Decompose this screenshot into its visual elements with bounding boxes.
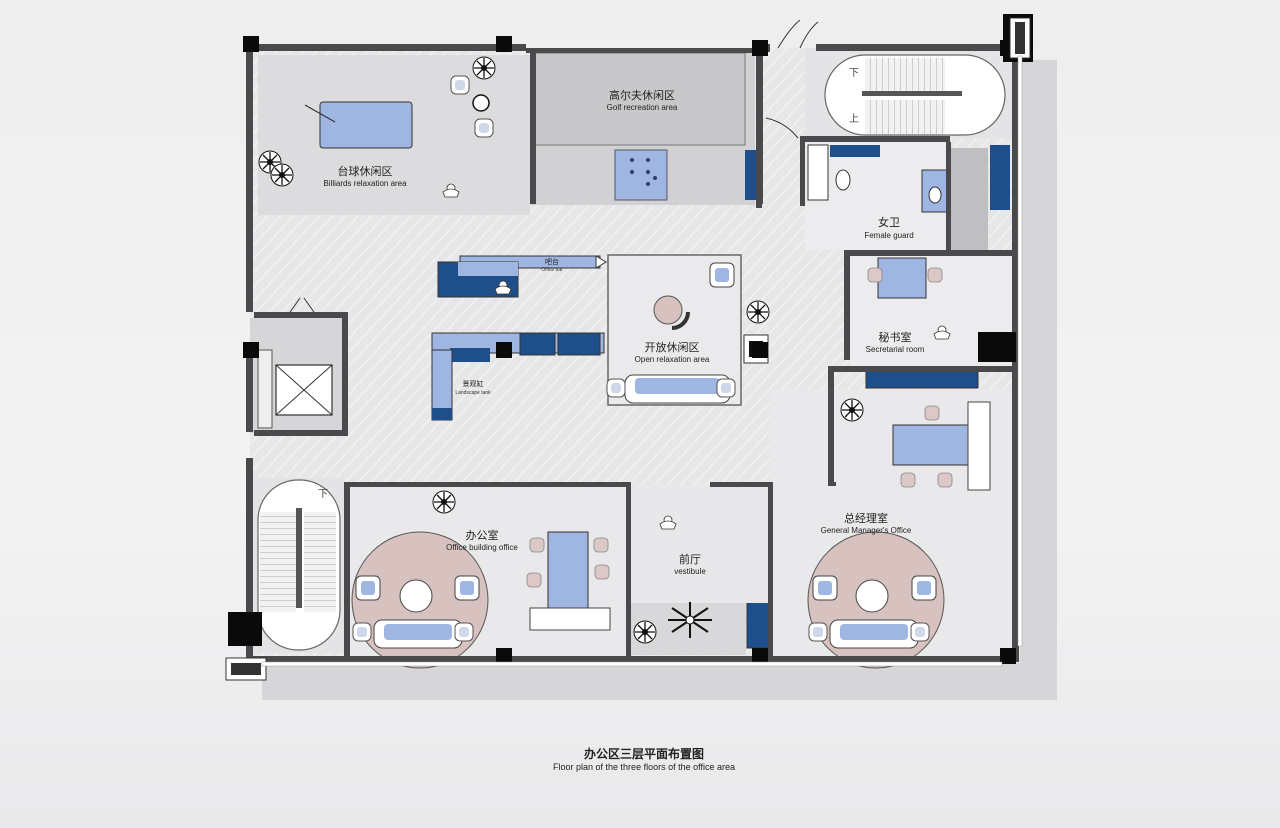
vestibule-floor: [628, 485, 773, 603]
stair-steps-top2: [865, 100, 945, 134]
gm-sofa-cushion: [840, 624, 908, 640]
gm-table: [855, 579, 889, 613]
billiards-table: [319, 101, 413, 149]
label-vestibule-en: vestibule: [674, 567, 706, 576]
stair-rail-top: [862, 91, 962, 96]
stair-steps-top: [865, 58, 945, 94]
bar-back-light: [458, 262, 518, 276]
plant-icon: [432, 490, 456, 514]
open-round-table: [653, 295, 683, 325]
chair-icon: [474, 118, 494, 138]
secretary-desk: [877, 257, 927, 299]
armchair-icon: [709, 262, 735, 288]
chair-icon: [924, 405, 940, 421]
wc-stall: [807, 144, 829, 201]
door-icon: [777, 19, 819, 49]
plant-icon: [746, 300, 770, 324]
plant-icon: [668, 602, 712, 638]
label-golf-cn: 高尔夫休闲区: [609, 88, 675, 102]
label-gm-cn: 总经理室: [844, 511, 888, 525]
left-stair-rail: [296, 508, 302, 608]
label-billiards-cn: 台球休闲区: [338, 164, 393, 178]
label-billiards-en: Billiards relaxation area: [323, 179, 407, 188]
chair-icon: [526, 572, 542, 588]
restroom-grey: [948, 148, 988, 253]
restroom-cabinet: [990, 145, 1010, 210]
label-bar-cn: 吧台: [545, 257, 559, 266]
label-golf-en: Golf recreation area: [607, 103, 678, 112]
billiards-cue: [304, 104, 336, 123]
label-gm-en: General Manager's Office: [821, 526, 912, 535]
golf-mat: [614, 149, 668, 201]
chair-icon: [594, 564, 610, 580]
chair-icon: [352, 622, 372, 642]
plant-icon: [472, 56, 496, 80]
chair-icon: [606, 378, 626, 398]
label-bar-en: Office bar: [541, 267, 563, 273]
door-icon: [765, 117, 799, 139]
stair-down-left: 下: [318, 489, 328, 500]
open-table-arc: [671, 311, 690, 330]
wc-cabinet: [830, 145, 880, 157]
plant-icon: [840, 398, 864, 422]
stair-down-top: 下: [849, 68, 859, 79]
label-office-en: Office building office: [446, 543, 518, 552]
left-stair-steps-2: [304, 512, 336, 612]
label-female-cn: 女卫: [878, 215, 900, 229]
plant-icon: [633, 620, 657, 644]
elevator-cross: [275, 364, 333, 416]
column-detail-inner: [1015, 22, 1025, 54]
elevator-frame: [257, 349, 273, 429]
plant-icon: [270, 163, 294, 187]
chair-icon: [450, 75, 470, 95]
chair-icon: [593, 537, 609, 553]
side-table: [472, 94, 490, 112]
label-landscape-cn: 景观缸: [463, 379, 484, 388]
chair-icon: [529, 537, 545, 553]
cabinet-navy-3: [557, 332, 601, 356]
label-secretarial-en: Secretarial room: [866, 345, 925, 354]
armchair-icon: [812, 575, 838, 601]
chair-icon: [937, 472, 953, 488]
toilet-icon: [835, 169, 851, 191]
open-sofa-cushion: [635, 378, 720, 394]
office-table: [399, 579, 433, 613]
sink-counter: [921, 169, 948, 213]
cabinet-navy-2: [519, 332, 556, 356]
stair-up-top: 上: [849, 113, 859, 125]
window-right: [1017, 55, 1023, 647]
golf-screen: [534, 52, 746, 146]
label-open-en: Open relaxation area: [635, 355, 710, 364]
label-office-cn: 办公室: [466, 528, 499, 542]
gm-credenza: [967, 401, 991, 491]
label-vestibule-cn: 前厅: [679, 552, 701, 566]
label-landscape-en: Landscape tank: [455, 390, 491, 396]
chair-icon: [716, 378, 736, 398]
window-bottom: [261, 661, 1003, 667]
armchair-icon: [911, 575, 937, 601]
cabinet-navy-1: [450, 348, 490, 362]
office-sofa-cushion: [384, 624, 452, 640]
caption-en: Floor plan of the three floors of the of…: [553, 762, 735, 772]
chair-icon: [454, 622, 474, 642]
chair-icon: [910, 622, 930, 642]
bar-tip: [595, 255, 607, 269]
office-return: [529, 607, 611, 631]
left-stair-steps-1: [260, 512, 296, 612]
column-detail-bl-inner: [231, 663, 261, 675]
chair-icon: [900, 472, 916, 488]
label-secretarial-cn: 秘书室: [879, 330, 912, 344]
armchair-icon: [355, 575, 381, 601]
label-open-cn: 开放休闲区: [645, 340, 700, 354]
caption-cn: 办公区三层平面布置图: [584, 746, 704, 761]
chair-icon: [808, 622, 828, 642]
label-female-en: Female guard: [864, 231, 913, 240]
chair-icon: [927, 267, 943, 283]
tank-dark: [432, 408, 452, 420]
golf-balls: [630, 158, 657, 186]
chair-icon: [867, 267, 883, 283]
armchair-icon: [454, 575, 480, 601]
sink-icon: [928, 186, 942, 204]
